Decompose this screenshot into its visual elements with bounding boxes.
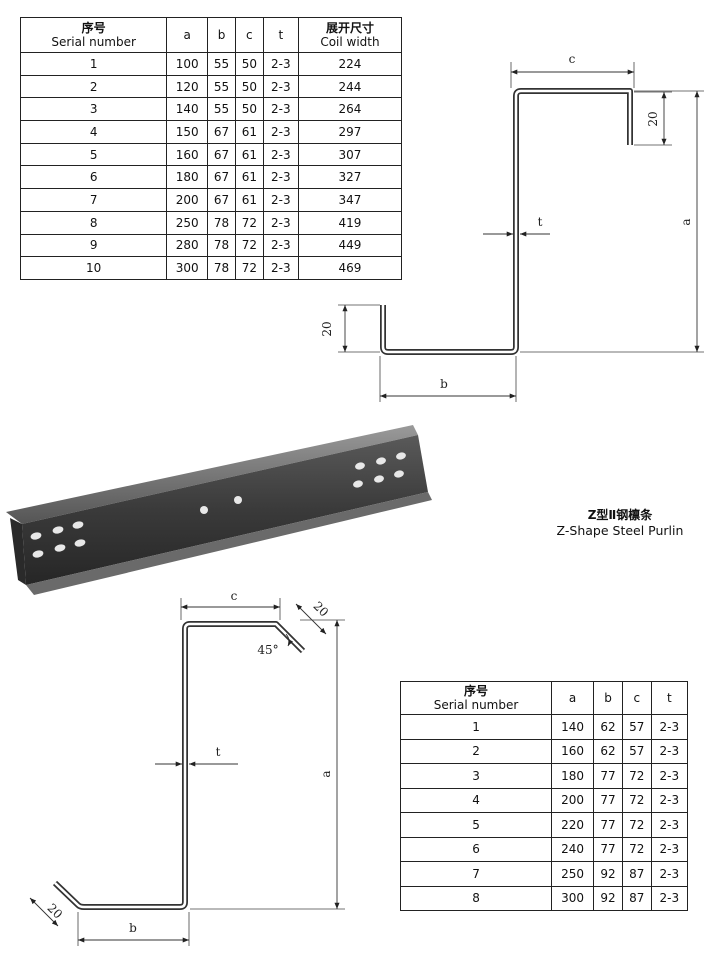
table-cell: 180: [551, 763, 595, 789]
table-cell: 2-3: [650, 836, 689, 862]
dim-t-label: t: [538, 215, 543, 229]
table-cell: 2-3: [262, 142, 299, 167]
table-cell: 57: [621, 738, 652, 764]
table-cell: 2-3: [262, 165, 299, 190]
table-cell: 469: [297, 256, 403, 280]
dim-c-label: c: [569, 52, 576, 66]
table-cell: 72: [621, 787, 652, 813]
table-cell: 78: [207, 256, 236, 280]
table-cell: 2-3: [650, 714, 689, 740]
col-header-a: a: [551, 681, 595, 715]
table-cell: 5: [399, 812, 553, 838]
table-cell: 10: [19, 256, 168, 280]
table-cell: 200: [166, 188, 209, 212]
dim-lip-bottom-label: 20: [44, 901, 65, 922]
table-cell: 200: [551, 787, 595, 813]
product-caption: Z型Ⅱ钢檩条 Z-Shape Steel Purlin: [520, 507, 720, 539]
caption-chinese: Z型Ⅱ钢檩条: [587, 508, 653, 522]
table-cell: 2-3: [650, 885, 689, 911]
table-cell: 61: [234, 120, 264, 144]
table-cell: 72: [234, 233, 264, 258]
table-cell: 2-3: [650, 763, 689, 789]
col-header-b: b: [207, 17, 236, 53]
table-cell: 57: [621, 714, 652, 740]
caption-english: Z-Shape Steel Purlin: [556, 523, 684, 538]
dim-a-label-2: a: [319, 770, 333, 777]
table-cell: 2-3: [650, 861, 689, 887]
col-header-t: t: [262, 17, 299, 53]
dim-b-label-2: b: [129, 921, 137, 935]
table-cell: 3: [399, 763, 553, 789]
purlin-image: [6, 425, 432, 595]
table-cell: 140: [166, 97, 209, 122]
table-cell: 87: [621, 885, 652, 911]
dim-flange-height-label: 20: [646, 111, 660, 126]
table-cell: 72: [234, 210, 264, 235]
table-cell: 2-3: [650, 812, 689, 838]
table-cell: 2-3: [262, 120, 299, 144]
z-profile-1: [380, 88, 633, 355]
table-cell: 250: [551, 861, 595, 887]
dim-t-label-2: t: [216, 745, 221, 759]
table-cell: 300: [166, 256, 209, 280]
dim-b-label: b: [440, 377, 448, 391]
col-header-a: a: [166, 17, 209, 53]
dim-lip-height-label: 20: [320, 321, 334, 336]
dim-c-label-2: c: [231, 589, 238, 603]
col-header-t: t: [650, 681, 689, 715]
table-cell: 2: [399, 738, 553, 764]
angle-label: 45°: [257, 643, 278, 657]
table-cell: 140: [551, 714, 595, 740]
table-cell: 2-3: [262, 256, 299, 280]
table-cell: 72: [234, 256, 264, 280]
table-cell: 297: [297, 120, 403, 144]
table-cell: 50: [234, 97, 264, 122]
table-cell: 61: [234, 165, 264, 190]
table-cell: 2-3: [650, 787, 689, 813]
table-cell: 2-3: [650, 738, 689, 764]
col-header-b: b: [593, 681, 623, 715]
z-profile-2: [52, 621, 306, 910]
table-cell: 61: [234, 188, 264, 212]
table-cell: 180: [166, 165, 209, 190]
table-cell: 327: [297, 165, 403, 190]
table-cell: 300: [551, 885, 595, 911]
col-header-c: c: [234, 17, 264, 53]
table-cell: 449: [297, 233, 403, 258]
table-cell: 220: [551, 812, 595, 838]
table-cell: 280: [166, 233, 209, 258]
dim-a-label: a: [679, 218, 693, 225]
table-cell: 61: [234, 142, 264, 167]
table-cell: 2-3: [262, 52, 299, 76]
z-profile-drawing-1: c 20 a t 20 b: [320, 52, 704, 402]
dim-lip-top-label: 20: [310, 599, 331, 620]
table-cell: 8: [399, 885, 553, 911]
z-profile-drawing-2: c 20 45° a t 20 b: [29, 589, 345, 946]
table-cell: 72: [621, 763, 652, 789]
table-cell: 120: [166, 74, 209, 99]
